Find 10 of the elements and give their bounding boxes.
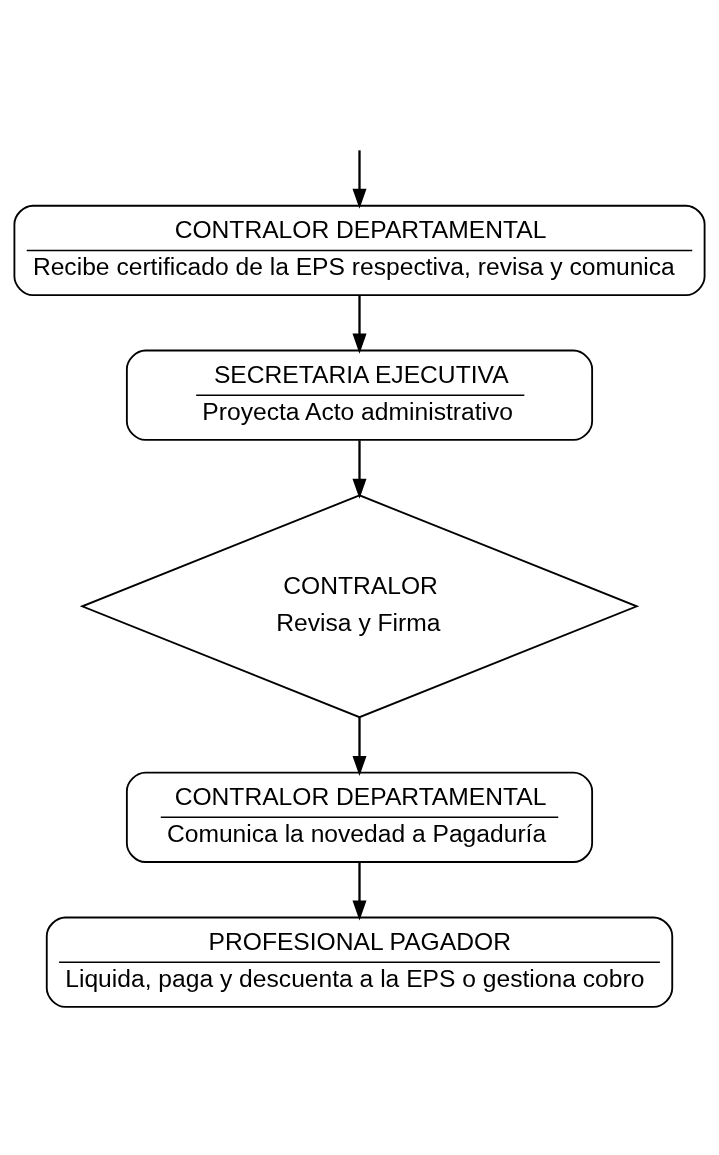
- node-box: CONTRALOR DEPARTAMENTAL Comunica la novedad a Pagaduría: [125, 771, 594, 863]
- node-box: PROFESIONAL PAGADOR Liquida, paga y descuenta a la EPS o gestiona cobro: [45, 916, 674, 1008]
- arrow: [352, 149, 367, 209]
- arrow: [352, 294, 367, 354]
- arrow: [352, 439, 367, 499]
- arrow: [352, 716, 367, 776]
- node-box: CONTRALOR DEPARTAMENTAL Recibe certificado de la EPS respectiva, revisa y comunica: [13, 204, 706, 296]
- node-box: SECRETARIA EJECUTIVA Proyecta Acto administrativo: [125, 349, 594, 441]
- node-diamond: CONTRALOR Revisa y Firma: [79, 493, 640, 718]
- arrow: [352, 861, 367, 921]
